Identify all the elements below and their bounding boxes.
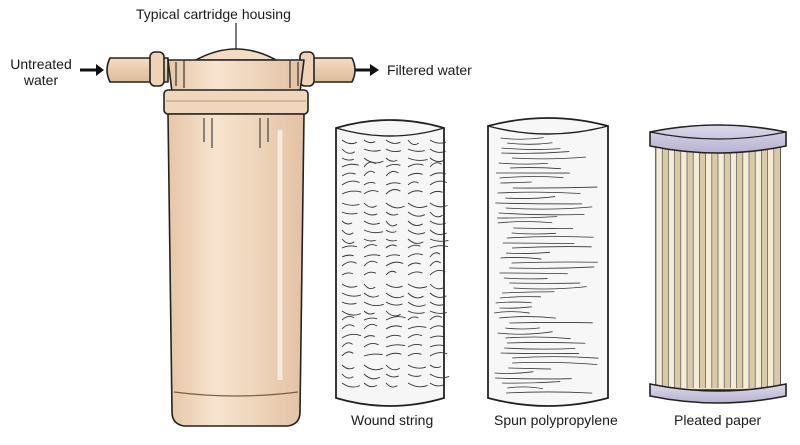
housing-label: Typical cartridge housing	[136, 6, 291, 22]
pleated-paper-cartridge	[649, 124, 787, 404]
wound-string-cartridge	[335, 119, 450, 407]
spun-polypropylene-cartridge	[487, 117, 609, 407]
wound-string-label: Wound string	[351, 412, 434, 428]
spun-polypropylene-label: Spun polypropylene	[494, 412, 618, 428]
outlet-arrow-icon	[352, 64, 379, 76]
cartridge-housing	[106, 48, 356, 427]
filtered-water-label: Filtered water	[387, 62, 472, 78]
untreated-water-label: Untreated water	[10, 56, 72, 88]
pleated-paper-label: Pleated paper	[674, 412, 762, 428]
inlet-arrow-icon	[80, 64, 104, 76]
